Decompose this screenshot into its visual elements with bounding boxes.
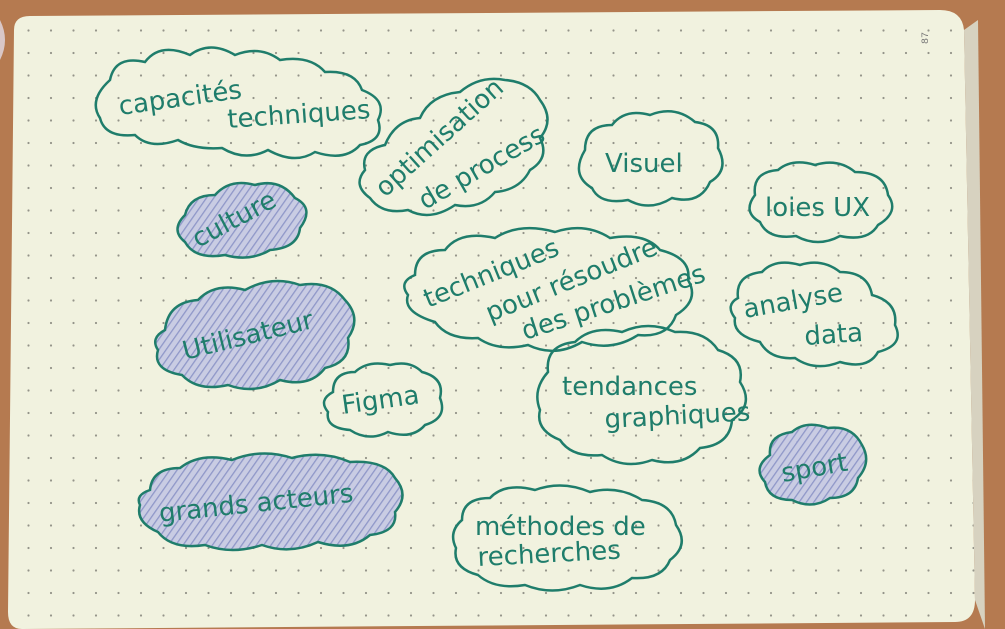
cloud-outline: [94, 46, 382, 160]
cloud-shading: [176, 181, 308, 259]
cloud-shading: [137, 452, 404, 552]
cloud-analyse-data: analyse data: [729, 261, 899, 368]
cloud-outline: [451, 484, 683, 592]
cloud-outline: [358, 77, 549, 217]
cloud-utilisateur: Utilisateur: [153, 279, 356, 391]
cloud-visuel: Visuel: [577, 110, 724, 207]
cloud-outline: [536, 324, 748, 466]
cloud-outline: [322, 362, 444, 438]
cloud-outline: [577, 110, 724, 207]
page-edge: [964, 20, 985, 629]
cloud-label-line1: méthodes de: [475, 512, 646, 542]
cloud-label-line2: data: [803, 318, 864, 352]
cloud-tendances: tendances graphiques: [536, 324, 751, 466]
cloud-shading: [758, 423, 868, 506]
cloud-outline: [729, 261, 899, 368]
cloud-label-line2: recherches: [477, 536, 622, 573]
bookmark-ribbon: [0, 20, 5, 140]
cloud-culture: culture: [176, 181, 308, 259]
cloud-label: Visuel: [605, 149, 683, 179]
cloud-loies-ux: loies UX: [748, 161, 894, 244]
page-number: 87: [921, 32, 932, 44]
cloud-sport: sport: [758, 423, 868, 506]
cloud-outline: [748, 161, 894, 244]
cloud-outline: [403, 226, 694, 352]
cloud-label: loies UX: [765, 193, 870, 223]
cloud-shading: [153, 279, 356, 391]
cloud-grands-acteurs: grands acteurs: [137, 452, 404, 552]
cloud-methodes: méthodes de recherches: [451, 484, 683, 592]
cloud-label-line1: tendances: [562, 372, 697, 402]
